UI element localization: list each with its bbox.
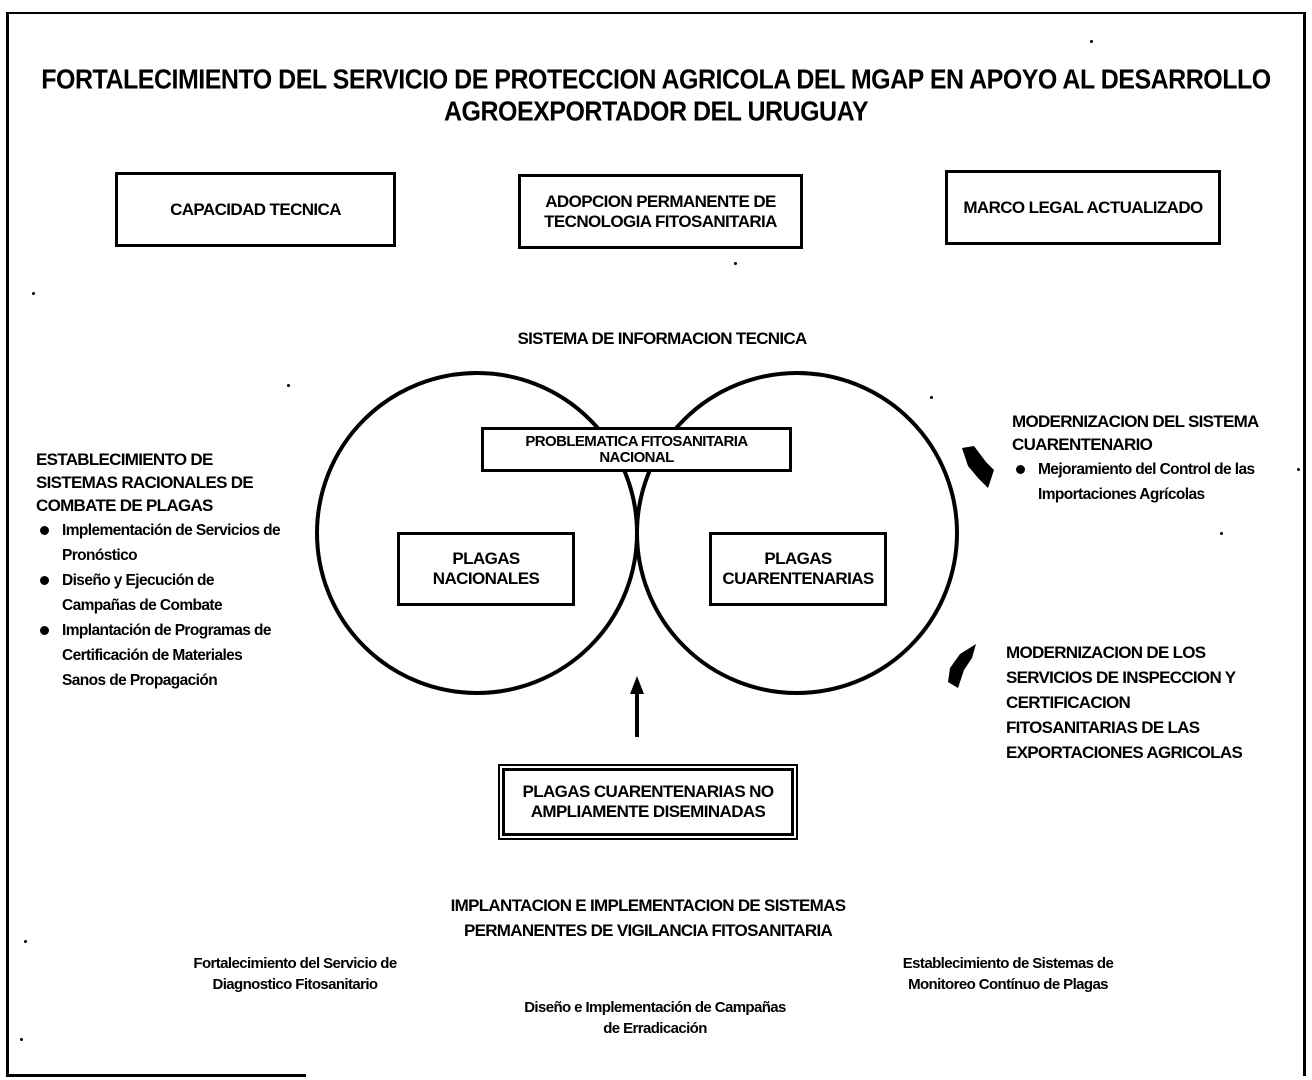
list-item: Diseño y Ejecución de Campañas de Combat… — [36, 568, 286, 618]
title-line-2: AGROEXPORTADOR DEL URUGUAY — [443, 96, 869, 128]
vigilancia-heading: IMPLANTACION E IMPLEMENTACION DE SISTEMA… — [450, 896, 846, 940]
list-item: Implantación de Programas de Certificaci… — [36, 618, 286, 693]
box-no-diseminadas-label: PLAGAS CUARENTENARIAS NO AMPLIAMENTE DIS… — [522, 782, 774, 821]
speck — [1220, 532, 1223, 535]
speck — [20, 1038, 23, 1041]
title-line-1: FORTALECIMIENTO DEL SERVICIO DE PROTECCI… — [41, 64, 1271, 96]
box-capacidad-tecnica-label: CAPACIDAD TECNICA — [170, 199, 341, 219]
list-item: Mejoramiento del Control de las Importac… — [1012, 457, 1272, 507]
box-plagas-nacionales-label: PLAGAS NACIONALES — [432, 549, 540, 588]
bottom-right-item: Establecimiento de Sistemas de Monitoreo… — [902, 955, 1114, 993]
up-arrow-icon — [630, 676, 644, 737]
left-panel-heading: ESTABLECIMIENTO DE SISTEMAS RACIONALES D… — [36, 450, 254, 515]
speck — [1090, 40, 1093, 43]
box-no-diseminadas: PLAGAS CUARENTENARIAS NO AMPLIAMENTE DIS… — [502, 768, 794, 836]
sistema-informacion-label: SISTEMA DE INFORMACION TECNICA — [517, 329, 807, 348]
speck — [24, 940, 27, 943]
pointing-hand-icon — [948, 644, 976, 688]
box-plagas-cuarentenarias-label: PLAGAS CUARENTENARIAS — [722, 549, 874, 588]
diagram-frame — [6, 12, 1306, 1076]
box-problematica-label: PROBLEMATICA FITOSANITARIA NACIONAL — [525, 432, 748, 466]
box-adopcion-tecnologia: ADOPCION PERMANENTE DE TECNOLOGIA FITOSA… — [518, 174, 803, 249]
left-panel-list: Implementación de Servicios de Pronóstic… — [36, 518, 286, 693]
pointing-hand-icon — [962, 446, 994, 488]
box-marco-legal: MARCO LEGAL ACTUALIZADO — [945, 170, 1221, 245]
box-problematica: PROBLEMATICA FITOSANITARIA NACIONAL — [481, 427, 792, 472]
box-adopcion-tecnologia-label: ADOPCION PERMANENTE DE TECNOLOGIA FITOSA… — [544, 191, 777, 231]
right-top-panel: MODERNIZACION DEL SISTEMA CUARENTENARIO … — [1012, 410, 1272, 507]
right-top-heading: MODERNIZACION DEL SISTEMA CUARENTENARIO — [1012, 412, 1259, 454]
right-top-list: Mejoramiento del Control de las Importac… — [1012, 457, 1272, 507]
speck — [734, 262, 737, 265]
right-circle — [635, 371, 959, 695]
left-panel: ESTABLECIMIENTO DE SISTEMAS RACIONALES D… — [36, 448, 286, 693]
box-plagas-nacionales: PLAGAS NACIONALES — [397, 532, 575, 606]
speck — [1297, 468, 1300, 471]
speck — [930, 396, 933, 399]
speck — [287, 384, 290, 387]
box-plagas-cuarentenarias: PLAGAS CUARENTENARIAS — [709, 532, 887, 606]
bottom-center-item: Diseño e Implementación de Campañas de E… — [524, 999, 786, 1037]
list-item: Implementación de Servicios de Pronóstic… — [36, 518, 286, 568]
box-capacidad-tecnica: CAPACIDAD TECNICA — [115, 172, 396, 247]
frame-bottom-edge — [6, 1074, 306, 1077]
bottom-left-item: Fortalecimiento del Servicio de Diagnost… — [193, 955, 397, 993]
right-bottom-panel: MODERNIZACION DE LOS SERVICIOS DE INSPEC… — [1006, 640, 1256, 765]
right-bottom-heading: MODERNIZACION DE LOS SERVICIOS DE INSPEC… — [1006, 643, 1243, 762]
box-marco-legal-label: MARCO LEGAL ACTUALIZADO — [963, 197, 1203, 217]
speck — [32, 292, 35, 295]
